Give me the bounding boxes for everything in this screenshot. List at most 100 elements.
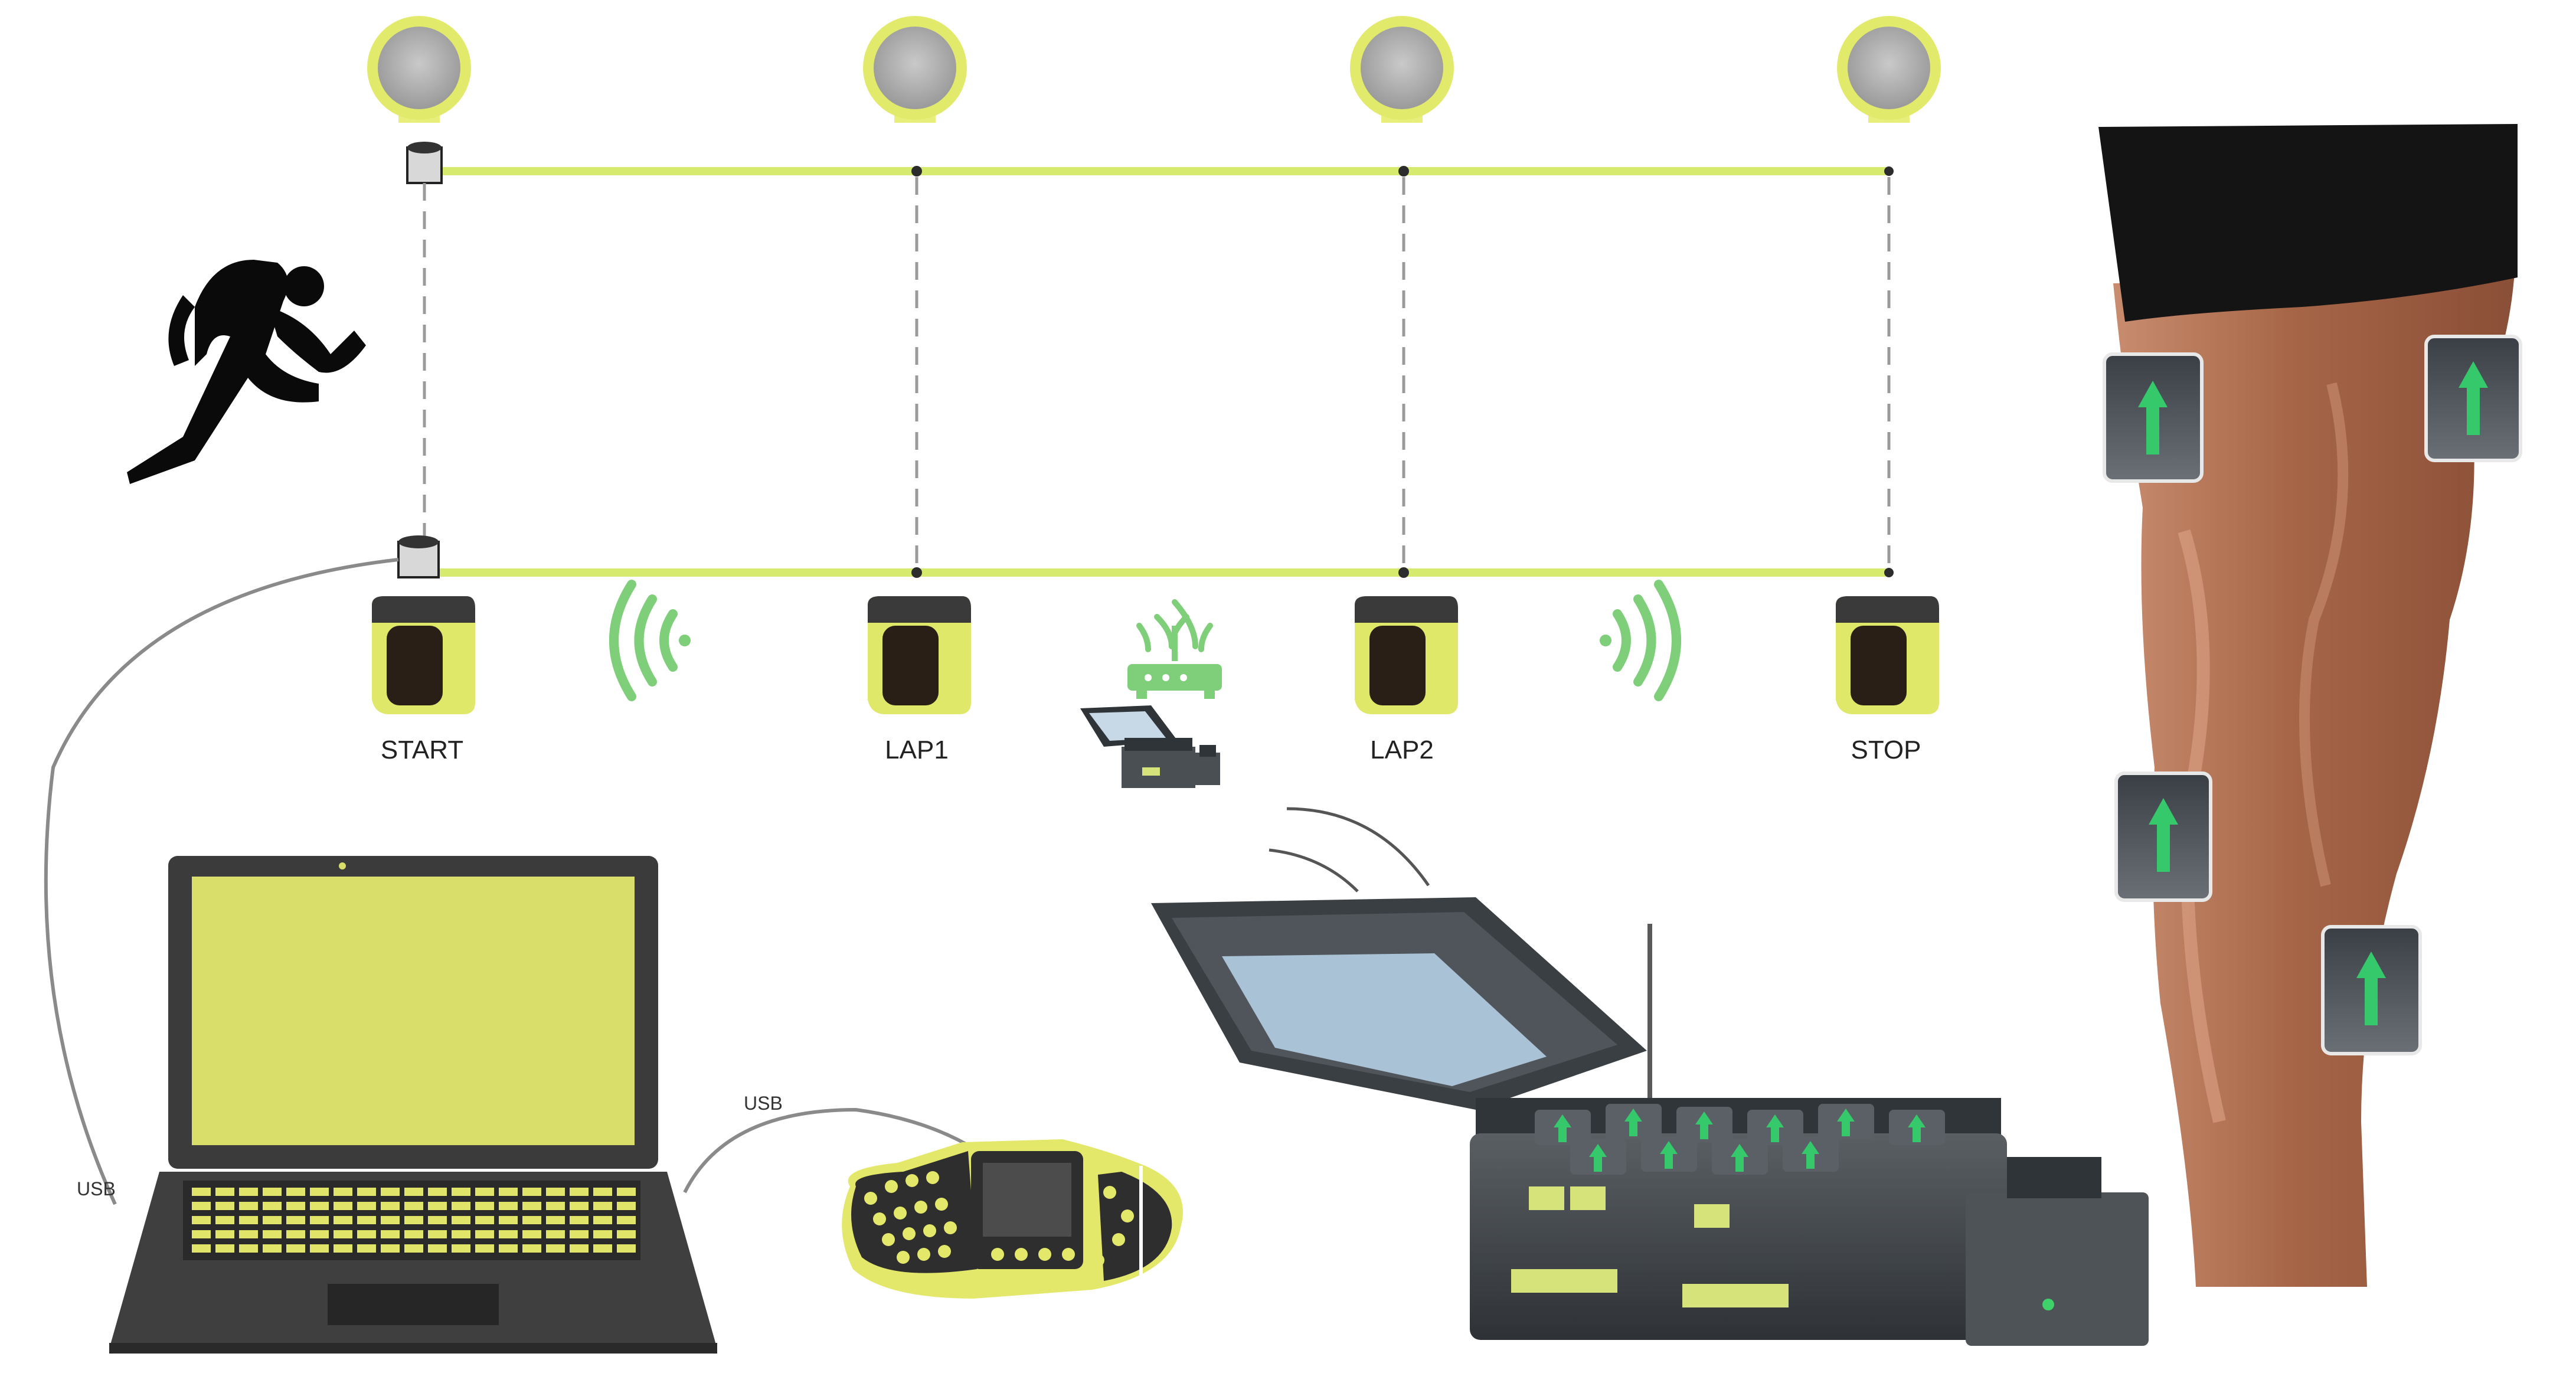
keyboard-key — [617, 1230, 636, 1238]
keyboard-key — [546, 1202, 565, 1210]
gate-sensor-lap1: LAP1 — [868, 596, 971, 764]
keyboard-key — [286, 1188, 305, 1196]
keyboard-key — [475, 1216, 494, 1224]
keyboard-key — [381, 1244, 400, 1253]
gate-label-start: START — [381, 735, 463, 764]
laptop-screen — [192, 877, 635, 1145]
keyboard-key — [263, 1216, 282, 1224]
keyboard-key — [192, 1202, 211, 1210]
keyboard-key — [475, 1230, 494, 1238]
keyboard-key — [357, 1230, 376, 1238]
laptop-usb-label: USB — [77, 1178, 116, 1199]
keyboard-key — [404, 1202, 423, 1210]
keyboard-key — [499, 1216, 518, 1224]
case-sensor-arrow — [1837, 1109, 1855, 1136]
keyboard-key — [334, 1216, 352, 1224]
gate-lines — [423, 177, 1891, 570]
keyboard-key — [522, 1202, 541, 1210]
keyboard-key — [570, 1230, 589, 1238]
handheld-button — [1038, 1248, 1051, 1261]
handheld-button — [864, 1192, 877, 1205]
handheld-button — [1091, 1254, 1104, 1267]
keyboard-key — [192, 1244, 211, 1253]
keyboard-key — [593, 1230, 612, 1238]
keyboard-key — [428, 1202, 447, 1210]
keyboard-key — [310, 1244, 329, 1253]
handheld-button — [882, 1233, 895, 1246]
keyboard-key — [381, 1216, 400, 1224]
gate-label-lap2: LAP2 — [1370, 735, 1434, 764]
handheld-button — [1112, 1233, 1125, 1246]
keyboard-key — [215, 1230, 234, 1238]
shorts — [2098, 124, 2518, 322]
keyboard-key — [475, 1202, 494, 1210]
keyboard-key — [286, 1244, 305, 1253]
case-sensor-arrow — [1660, 1141, 1678, 1169]
laptop-keyboard — [192, 1188, 636, 1253]
keyboard-key — [404, 1230, 423, 1238]
keyboard-key — [239, 1230, 258, 1238]
handheld-button — [873, 1212, 886, 1225]
handheld-button — [938, 1245, 951, 1258]
leg-sensor-upper-right — [2424, 335, 2522, 462]
keyboard-key — [215, 1202, 234, 1210]
handheld-button — [897, 1251, 910, 1264]
keyboard-key — [570, 1216, 589, 1224]
keyboard-key — [428, 1230, 447, 1238]
keyboard-key — [617, 1216, 636, 1224]
keyboard-key — [239, 1188, 258, 1196]
signal-waves-left-icon — [609, 580, 691, 701]
keyboard-key — [310, 1188, 329, 1196]
gate-label-lap1: LAP1 — [885, 735, 949, 764]
keyboard-key — [546, 1230, 565, 1238]
reflector-bottom — [397, 535, 440, 578]
keyboard-key — [286, 1230, 305, 1238]
handheld-button — [935, 1198, 948, 1211]
keyboard-key — [286, 1202, 305, 1210]
handheld-usb-label: USB — [744, 1093, 783, 1114]
keyboard-key — [570, 1202, 589, 1210]
handheld-button — [914, 1201, 927, 1214]
handheld-button — [923, 1224, 936, 1237]
keyboard-key — [404, 1244, 423, 1253]
keyboard-key — [310, 1230, 329, 1238]
keyboard-key — [617, 1244, 636, 1253]
keyboard-key — [215, 1244, 234, 1253]
keyboard-key — [357, 1202, 376, 1210]
keyboard-key — [381, 1230, 400, 1238]
keyboard-key — [475, 1244, 494, 1253]
keyboard-key — [617, 1202, 636, 1210]
handheld-button — [905, 1174, 918, 1187]
keyboard-key — [475, 1188, 494, 1196]
lamp-lap2 — [1350, 16, 1454, 123]
handheld-button — [903, 1227, 916, 1240]
keyboard-key — [452, 1244, 470, 1253]
leg-sensor-upper-left — [2103, 352, 2204, 483]
gate-sensor-stop: STOP — [1836, 596, 1939, 764]
case-sensor-arrow — [1766, 1114, 1784, 1142]
keyboard-key — [617, 1188, 636, 1196]
gate-sensor-start: START — [372, 596, 475, 764]
gate-label-stop: STOP — [1851, 735, 1921, 764]
cables — [44, 558, 969, 1205]
keyboard-key — [310, 1202, 329, 1210]
keyboard-key — [593, 1202, 612, 1210]
case-sensor-arrow — [1624, 1109, 1642, 1136]
keyboard-key — [215, 1216, 234, 1224]
keyboard-key — [239, 1216, 258, 1224]
handheld-button — [1015, 1248, 1028, 1261]
handheld-button — [1062, 1248, 1075, 1261]
keyboard-key — [334, 1244, 352, 1253]
handheld-button — [894, 1207, 907, 1220]
gate-sensor-lap2: LAP2 — [1355, 596, 1458, 764]
keyboard-key — [404, 1216, 423, 1224]
keyboard-key — [522, 1244, 541, 1253]
signal-waves-right-icon — [1600, 580, 1681, 701]
case-sensor-arrow — [1695, 1112, 1713, 1139]
keyboard-key — [428, 1188, 447, 1196]
case-sensor-arrow — [1731, 1144, 1748, 1172]
case-sensor-arrow — [1802, 1141, 1819, 1169]
keyboard-key — [334, 1202, 352, 1210]
keyboard-key — [452, 1216, 470, 1224]
